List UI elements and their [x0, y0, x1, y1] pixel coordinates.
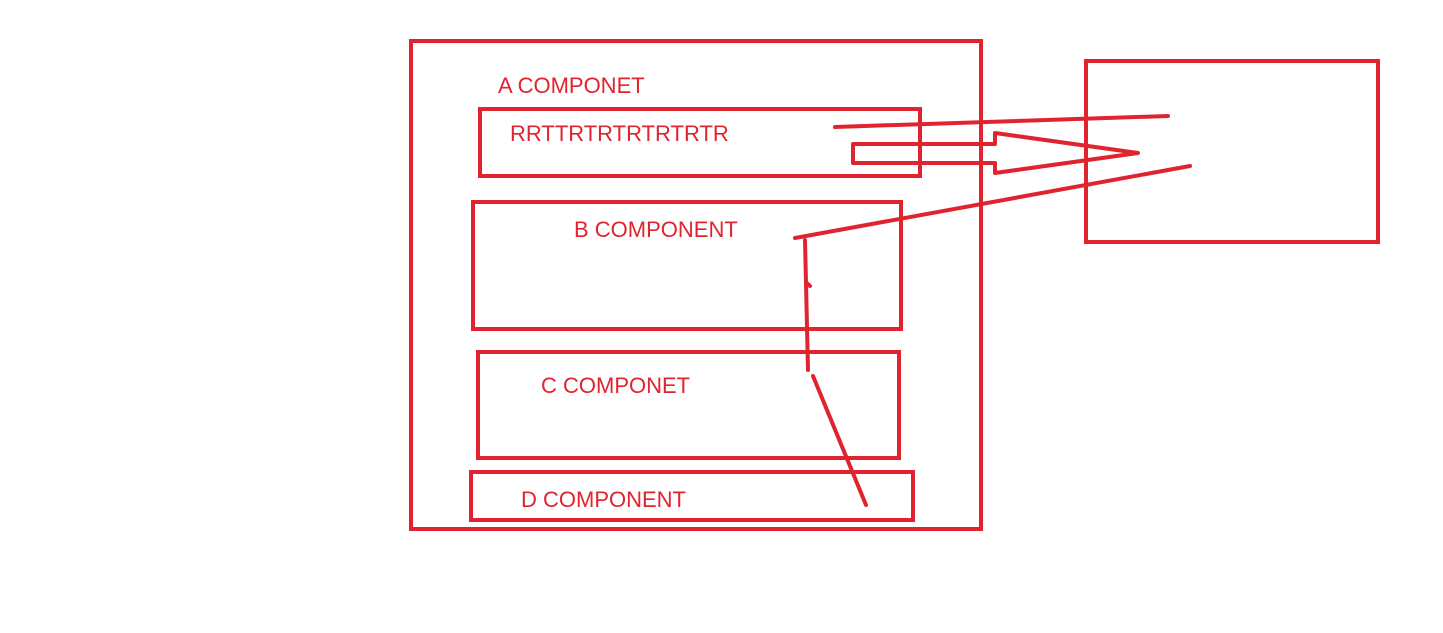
arrow-to-target: [851, 131, 1140, 175]
d-component-label: D COMPONENT: [521, 487, 686, 512]
b-component-label: B COMPONENT: [574, 217, 738, 242]
c-component-box: [476, 350, 901, 460]
d-component-box: [469, 470, 915, 522]
connector-tick-mark: [806, 282, 812, 288]
connector-line-vertical: [803, 238, 810, 372]
connector-line-b-to-target: [793, 164, 1192, 240]
target-box: [1084, 59, 1380, 244]
a-component-label: A COMPONET: [498, 73, 645, 98]
connector-line-to-d: [811, 374, 868, 507]
connector-line-top: [833, 114, 1170, 129]
a-inner-box-label: RRTTRTRTRTRTRTR: [510, 121, 729, 146]
c-component-label: C COMPONET: [541, 373, 690, 398]
b-component-box: [471, 200, 903, 331]
a-component-container: [409, 39, 983, 531]
